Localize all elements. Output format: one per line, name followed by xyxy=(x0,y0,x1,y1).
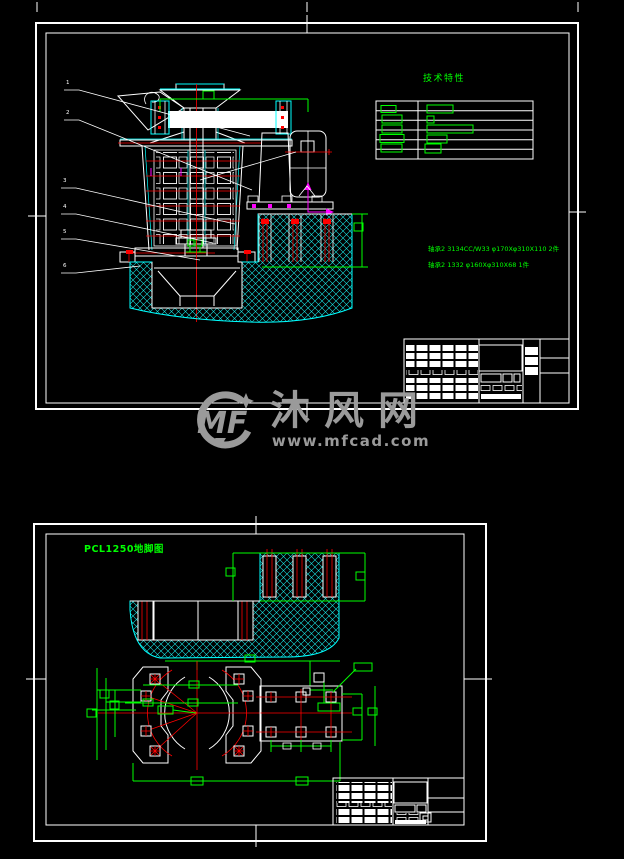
plan-dimensions xyxy=(86,662,378,786)
drive-belt xyxy=(168,111,288,128)
leader-label-3: 3 xyxy=(63,178,67,184)
sheet2-title: PCL1250地脚图 xyxy=(84,544,164,555)
plan-anchor-bolts xyxy=(140,673,254,757)
right-pulley xyxy=(275,100,292,135)
title-block-1 xyxy=(403,338,570,404)
watermark-brand: 沐风网 xyxy=(270,388,432,434)
anchor-plan-view xyxy=(86,661,378,786)
discharge-funnel xyxy=(154,267,240,306)
force-arrows xyxy=(298,182,334,216)
anchor-bolts xyxy=(258,215,334,262)
plan-centerlines xyxy=(98,661,352,770)
sheet1-frame xyxy=(28,2,586,417)
leader-label-5: 5 xyxy=(63,229,67,235)
belt-dimension xyxy=(159,90,309,112)
leader-label-1: 1 xyxy=(66,80,70,86)
sparkle-icon xyxy=(238,393,254,409)
watermark-url: www.mfcad.com xyxy=(271,432,431,450)
bearing-note-1: 轴承2 3134CC/W33 φ170Xφ310X110 2件 xyxy=(428,245,560,253)
foundation-plan-section xyxy=(129,549,366,686)
tech-table xyxy=(375,100,534,160)
sheet2-frame xyxy=(26,516,492,847)
leader-label-6: 6 xyxy=(63,263,67,269)
motor-stand xyxy=(258,132,292,203)
tech-table-title: 技术特性 xyxy=(423,74,466,84)
foundation-section xyxy=(129,213,368,323)
mfcad-logo: MF xyxy=(197,391,254,449)
watermark: MF 沐风网 www.mfcad.com xyxy=(182,391,432,455)
leader-label-4: 4 xyxy=(63,204,67,210)
foundation-dimensions xyxy=(262,213,368,268)
logo-text: MF xyxy=(197,406,248,441)
tech-table-entries xyxy=(379,104,474,154)
title-block-2 xyxy=(332,777,465,826)
part-leaders xyxy=(61,89,297,274)
leader-label-2: 2 xyxy=(66,110,70,116)
bearing-note-2: 轴承2 1332 φ160Xφ310X68 1件 xyxy=(428,261,530,269)
mount-plate xyxy=(256,685,352,742)
motor-assembly xyxy=(246,130,334,216)
belt-drive xyxy=(150,90,309,135)
